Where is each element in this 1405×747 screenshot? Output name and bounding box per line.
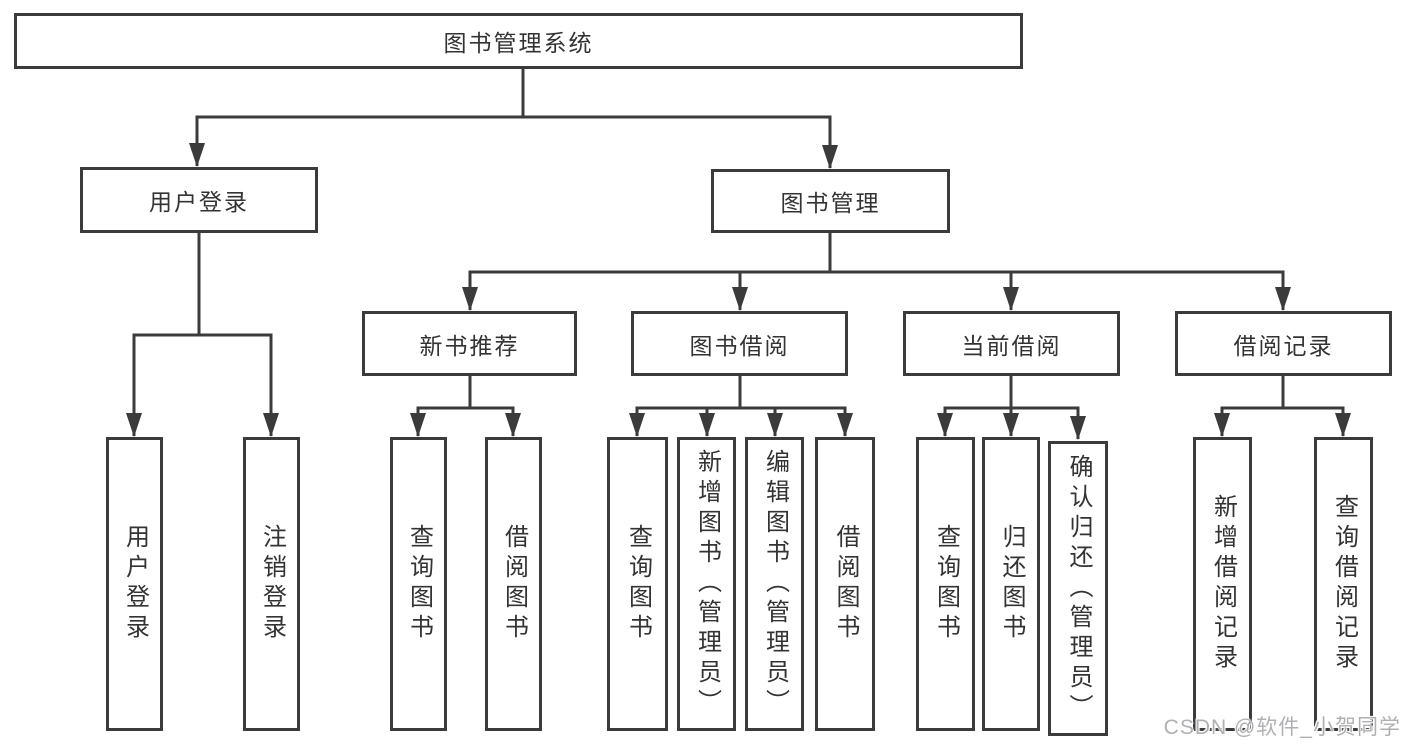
arrowhead xyxy=(1275,287,1291,311)
node-label: 注销登录 xyxy=(258,524,286,644)
arrowhead xyxy=(505,413,521,437)
node-leaf-query-books-current: 查询图书 xyxy=(916,437,975,731)
edge-root-to-level2 xyxy=(195,69,832,168)
edge-recommend-children xyxy=(416,376,515,436)
arrowhead xyxy=(937,413,953,437)
arrowhead xyxy=(767,413,783,437)
node-label: 新书推荐 xyxy=(419,332,520,359)
node-label: 借阅图书 xyxy=(500,524,528,644)
node-leaf-confirm-return-admin: 确认归还（管理员） xyxy=(1048,441,1108,736)
arrowhead xyxy=(1003,413,1019,437)
node-label: 查询借阅记录 xyxy=(1330,494,1358,674)
edge-borrow-children xyxy=(635,376,847,436)
arrowhead xyxy=(732,287,748,311)
node-leaf-add-books-admin: 新增图书（管理员） xyxy=(677,437,736,731)
node-label: 查询图书 xyxy=(932,524,960,644)
node-leaf-query-books-recommend: 查询图书 xyxy=(390,437,447,731)
arrowhead xyxy=(837,413,853,437)
node-borrowing-records: 借阅记录 xyxy=(1175,311,1392,376)
node-label: 归还图书 xyxy=(998,524,1025,644)
csdn-watermark: CSDN @软件_小贺同学 xyxy=(1163,716,1401,739)
edge-book-mgmt-children xyxy=(468,233,1285,310)
node-book-management: 图书管理 xyxy=(711,169,950,233)
node-label: 借阅图书 xyxy=(832,524,859,644)
node-label: 图书管理 xyxy=(780,190,881,216)
node-label: 编辑图书（管理员） xyxy=(761,449,789,719)
arrowhead xyxy=(1335,413,1351,437)
node-leaf-logout: 注销登录 xyxy=(243,437,300,731)
arrowhead xyxy=(1214,413,1230,437)
arrowhead xyxy=(1003,287,1019,311)
node-new-book-recommend: 新书推荐 xyxy=(362,311,577,376)
arrowheads xyxy=(126,143,1351,440)
arrowhead xyxy=(263,413,279,437)
node-leaf-return-books: 归还图书 xyxy=(982,437,1040,731)
arrowhead xyxy=(822,145,838,169)
node-label: 确认归还（管理员） xyxy=(1065,453,1092,724)
node-book-borrowing: 图书借阅 xyxy=(631,311,848,376)
node-leaf-borrow-books: 借阅图书 xyxy=(815,437,875,731)
arrowhead xyxy=(1070,416,1086,440)
arrowhead xyxy=(629,413,645,437)
node-library-management-system: 图书管理系统 xyxy=(14,13,1023,69)
arrowhead xyxy=(189,143,205,167)
node-leaf-query-books-borrow: 查询图书 xyxy=(607,437,668,731)
node-label: 当前借阅 xyxy=(961,332,1062,359)
node-leaf-edit-books-admin: 编辑图书（管理员） xyxy=(745,437,804,731)
arrowhead xyxy=(462,287,478,311)
arrowhead xyxy=(126,413,142,437)
node-label: 借阅记录 xyxy=(1233,332,1334,359)
node-label: 查询图书 xyxy=(405,524,433,644)
node-label: 用户登录 xyxy=(121,524,149,644)
node-label: 新增借阅记录 xyxy=(1209,494,1237,674)
node-user-login: 用户登录 xyxy=(80,167,318,233)
node-label: 图书借阅 xyxy=(689,332,790,359)
node-label: 用户登录 xyxy=(149,189,249,215)
node-current-borrowing: 当前借阅 xyxy=(903,311,1120,376)
node-label: 新增图书（管理员） xyxy=(693,449,721,719)
node-leaf-add-borrow-record: 新增借阅记录 xyxy=(1193,437,1252,731)
edge-user-login-children xyxy=(132,233,273,436)
node-label: 查询图书 xyxy=(624,524,652,644)
node-leaf-borrow-books-recommend: 借阅图书 xyxy=(485,437,542,731)
edge-records-children xyxy=(1220,376,1345,436)
node-label: 图书管理系统 xyxy=(443,30,594,56)
arrowhead xyxy=(410,413,426,437)
node-leaf-user-login: 用户登录 xyxy=(106,437,163,731)
node-leaf-query-borrow-record: 查询借阅记录 xyxy=(1314,437,1373,731)
arrowhead xyxy=(699,413,715,437)
